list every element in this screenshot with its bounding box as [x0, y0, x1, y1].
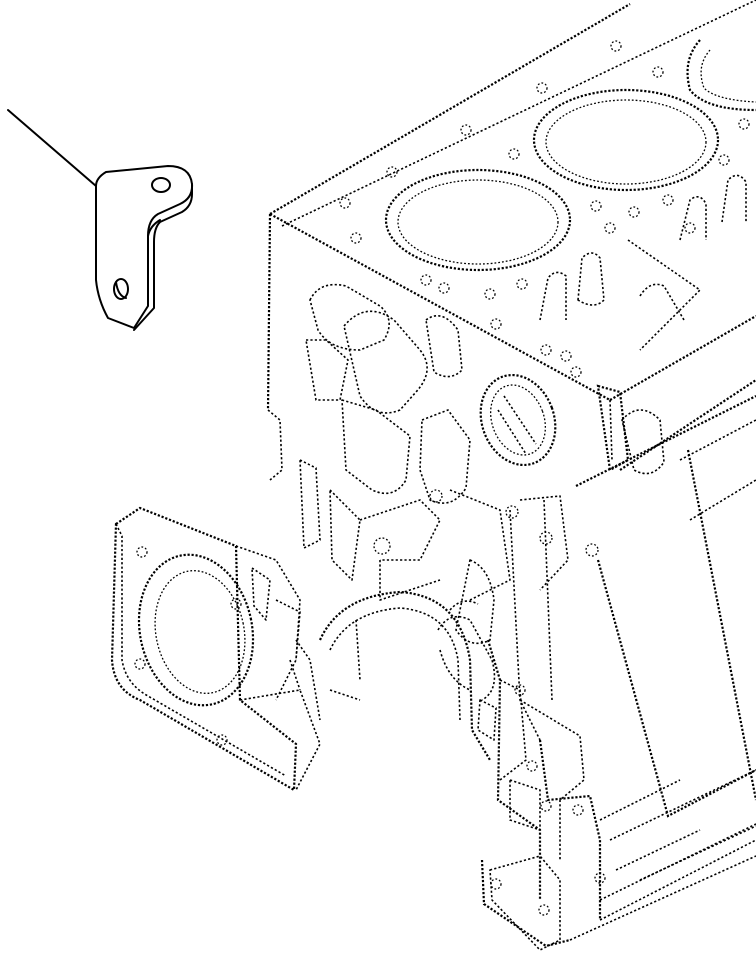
cylinder-bore-1 [384, 168, 572, 272]
left-flange [110, 506, 298, 792]
bracket-part[interactable] [7, 109, 194, 331]
bracket-hole-upper [151, 177, 171, 193]
front-face [267, 409, 283, 481]
leader-line [7, 109, 97, 187]
bracket-hole-lower [113, 278, 129, 300]
cylinder-bore-3 [686, 39, 756, 112]
bracket-outline [95, 165, 194, 329]
bracket-bend [147, 219, 161, 237]
top-deck [266, 3, 756, 411]
bracket-edge [133, 183, 193, 331]
cylinder-bore-2 [532, 88, 720, 192]
engine-block [110, 0, 756, 951]
flange-bore [137, 553, 255, 707]
deck-bolt-holes [339, 40, 750, 378]
